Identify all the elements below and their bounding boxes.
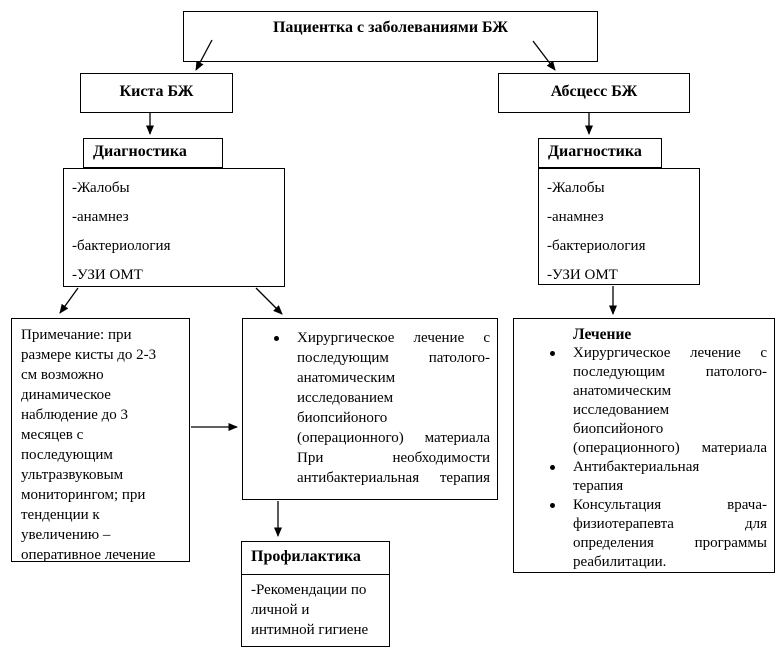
treatment-item-text: Антибактериальная терапия [573, 459, 700, 494]
list-item: -Жалобы [72, 180, 130, 196]
bullet-icon [550, 503, 555, 508]
list-item: -УЗИ ОМТ [547, 267, 618, 283]
bullet-icon [550, 465, 555, 470]
bullet-icon [274, 336, 279, 341]
diagnostics-list-right: -Жалобы -анамнез -бактериология -УЗИ ОМТ [538, 168, 700, 285]
treatment-box-center: Хирургическое лечение с последующим пато… [242, 318, 498, 500]
treatment-item-text: Хирургическое лечение с последующим пато… [297, 330, 490, 446]
list-item: -бактериология [547, 238, 646, 254]
prevention-text: -Рекомендации по личной и интимной гигие… [251, 582, 369, 638]
abscess-box: Абсцесс БЖ [498, 73, 690, 113]
treatment-note-text: При необходимости антибактериальная тера… [297, 450, 490, 486]
bullet-icon [550, 351, 555, 356]
diagnostics-list-left: -Жалобы -анамнез -бактериология -УЗИ ОМТ [63, 168, 285, 287]
cyst-box: Киста БЖ [80, 73, 233, 113]
list-item: -Жалобы [547, 180, 605, 196]
treatment-item: Антибактериальная терапия [550, 458, 767, 496]
root-box-patient: Пациентка с заболеваниями БЖ [183, 11, 598, 62]
treatment-box-right: Лечение Хирургическое лечение с последую… [513, 318, 775, 573]
treatment-item-text: Консультация врача- физиотерапевта для о… [573, 497, 767, 570]
prevention-title: Профилактика [242, 542, 389, 575]
diagnostics-label-left: Диагностика [83, 138, 223, 168]
treatment-item-text: Хирургическое лечение с последующим пато… [573, 345, 767, 456]
list-item: -УЗИ ОМТ [72, 267, 143, 283]
treatment-item: Консультация врача- физиотерапевта для о… [550, 496, 767, 572]
treatment-item: Хирургическое лечение с последующим пато… [550, 344, 767, 458]
arrow-diagnostics-to-treatment-center [255, 287, 283, 315]
treatment-item: Хирургическое лечение с последующим пато… [274, 328, 490, 488]
observation-note-box: Примечание: при размере кисты до 2-3 см … [11, 318, 190, 563]
list-item: -анамнез [72, 209, 129, 225]
diagnostics-label-right: Диагностика [538, 138, 662, 168]
treatment-title: Лечение [573, 326, 632, 343]
prevention-box: Профилактика -Рекомендации по личной и и… [241, 541, 390, 647]
list-item: -бактериология [72, 238, 171, 254]
arrow-diagnostics-to-note [59, 287, 79, 314]
list-item: -анамнез [547, 209, 604, 225]
